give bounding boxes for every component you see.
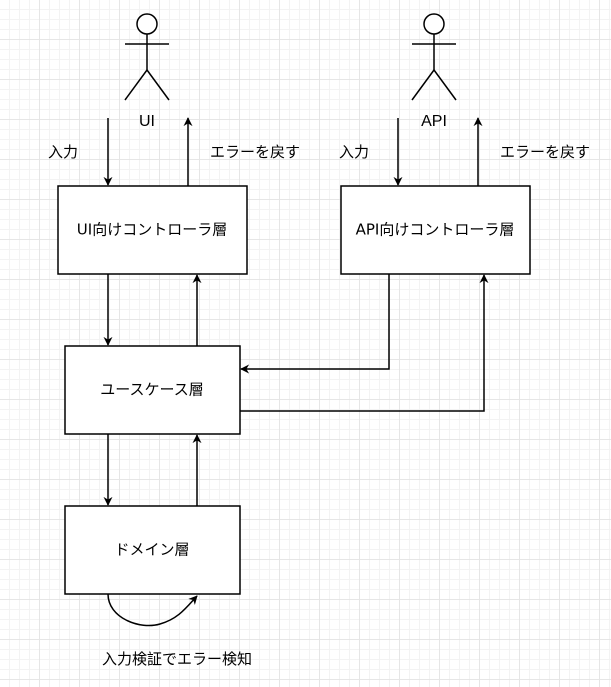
edge-api-controller-to-usecase-arrow xyxy=(240,274,390,374)
actor-api-head xyxy=(423,13,445,35)
edge-usecase-to-api-controller-arrow xyxy=(240,274,489,412)
box-domain-shape xyxy=(64,505,241,595)
label-domain-note: 入力検証でエラー検知 xyxy=(102,650,252,668)
actor-api-right-leg xyxy=(433,69,457,101)
edge-domain-self-loop-arrow xyxy=(107,593,198,627)
box-usecase-label: ユースケース層 xyxy=(100,381,204,399)
label-api-input: 入力 xyxy=(339,143,369,161)
actor-ui-right-leg xyxy=(146,69,170,101)
actor-ui-left-leg xyxy=(124,69,148,101)
actor-ui-label: UI xyxy=(139,113,155,130)
box-ui-controller-label: UI向けコントローラ層 xyxy=(77,221,227,239)
actor-ui-head xyxy=(136,13,158,35)
actor-api-label: API xyxy=(421,113,447,130)
label-ui-error: エラーを戻す xyxy=(210,143,300,161)
box-domain[interactable]: ドメイン層 xyxy=(64,505,241,595)
actor-api[interactable]: API xyxy=(411,13,457,130)
box-usecase[interactable]: ユースケース層 xyxy=(64,345,241,435)
box-ui-controller[interactable]: UI向けコントローラ層 xyxy=(57,185,248,275)
box-api-controller-label: API向けコントローラ層 xyxy=(356,221,515,239)
box-ui-controller-shape xyxy=(57,185,248,275)
box-api-controller-shape xyxy=(340,185,531,275)
box-domain-label: ドメイン層 xyxy=(114,541,189,559)
actor-api-left-leg xyxy=(411,69,435,101)
label-api-error: エラーを戻す xyxy=(500,143,590,161)
box-usecase-shape xyxy=(64,345,241,435)
actor-ui[interactable]: UI xyxy=(124,13,170,130)
label-ui-input: 入力 xyxy=(48,143,78,161)
box-api-controller[interactable]: API向けコントローラ層 xyxy=(340,185,531,275)
